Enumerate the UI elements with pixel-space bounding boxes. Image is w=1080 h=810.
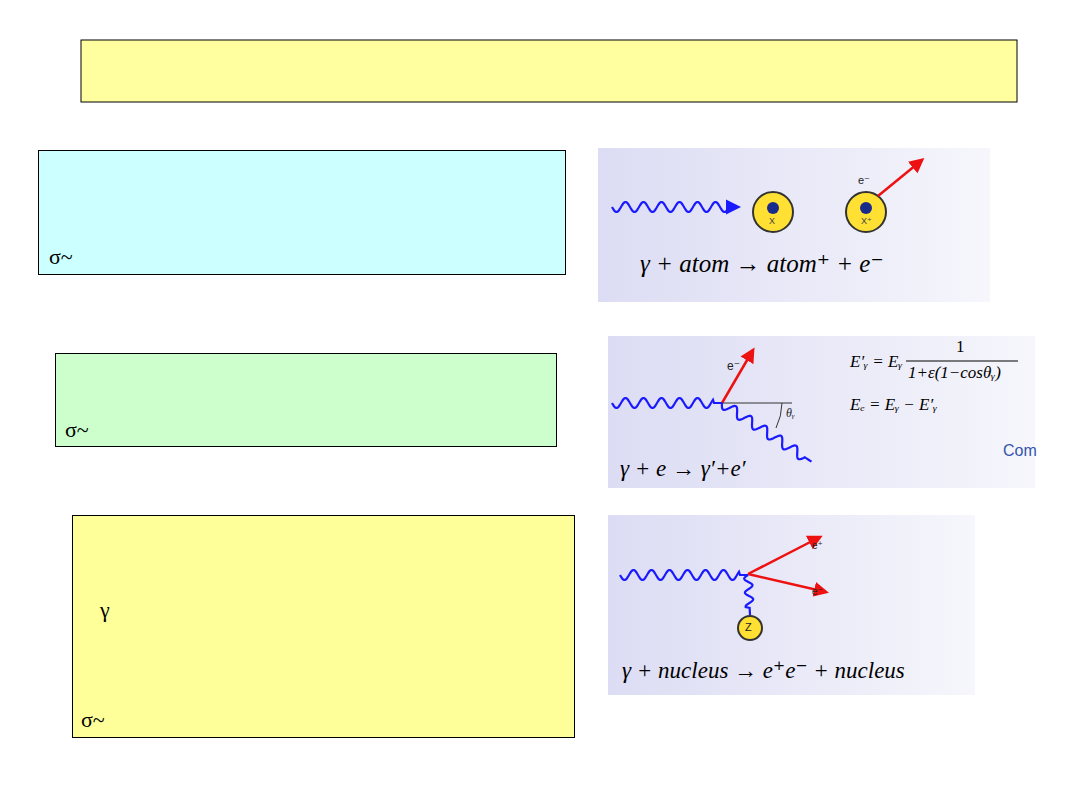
diagram-label: X (769, 217, 775, 227)
photon-wave (722, 403, 812, 462)
photon-wave (620, 570, 748, 580)
diagram-label: E′ᵧ = Eᵧ (850, 353, 902, 372)
nucleus-dot (767, 202, 779, 214)
diagram-label: e⁺ (812, 540, 823, 551)
diagram-label: θᵧ (786, 407, 795, 420)
diagram-label: γ + atom → atom⁺ + e⁻ (640, 250, 884, 278)
diagram-label: 1 (956, 338, 965, 357)
text-box: γ σ~ (72, 515, 575, 738)
photon-wave (612, 202, 738, 212)
fraction-bar (906, 361, 1018, 362)
diagram-label: γ + e → γ′+e′ (620, 456, 746, 481)
ion (846, 192, 886, 232)
nucleus (738, 616, 762, 640)
text-box: σ~ (38, 150, 566, 275)
box-text: σ~ (65, 418, 89, 442)
title-box (81, 40, 1017, 102)
angle-arc (776, 403, 782, 428)
diagram-label: e⁻ (727, 360, 740, 373)
text-box: σ~ (55, 353, 557, 447)
diagram-label: e⁻ (812, 586, 823, 597)
nucleus-dot (860, 202, 872, 214)
atom (753, 192, 793, 232)
box-text: σ~ (81, 708, 105, 732)
diagram-label: 1+ε(1−cosθᵧ) (908, 364, 1001, 383)
diagram-label: Com (1003, 442, 1037, 460)
diagram-label: e⁻ (858, 174, 870, 186)
diagram-label: γ + nucleus → e⁺e⁻ + nucleus (622, 658, 905, 683)
box-text: σ~ (49, 245, 73, 269)
photoelectric-panel (598, 148, 990, 302)
electron-arrow (722, 350, 753, 403)
electron-arrow (878, 160, 922, 196)
box-text: γ (100, 598, 110, 622)
photon-wave (612, 398, 722, 408)
compton-panel (608, 336, 1035, 488)
diagram-label: X⁺ (861, 217, 872, 227)
diagram-label: Z (745, 621, 752, 633)
diagram-label: Eₑ = Eᵧ − E′ᵧ (850, 396, 937, 415)
positron-arrow (748, 537, 820, 574)
pair-panel (608, 515, 975, 695)
photon-wave (744, 575, 753, 615)
